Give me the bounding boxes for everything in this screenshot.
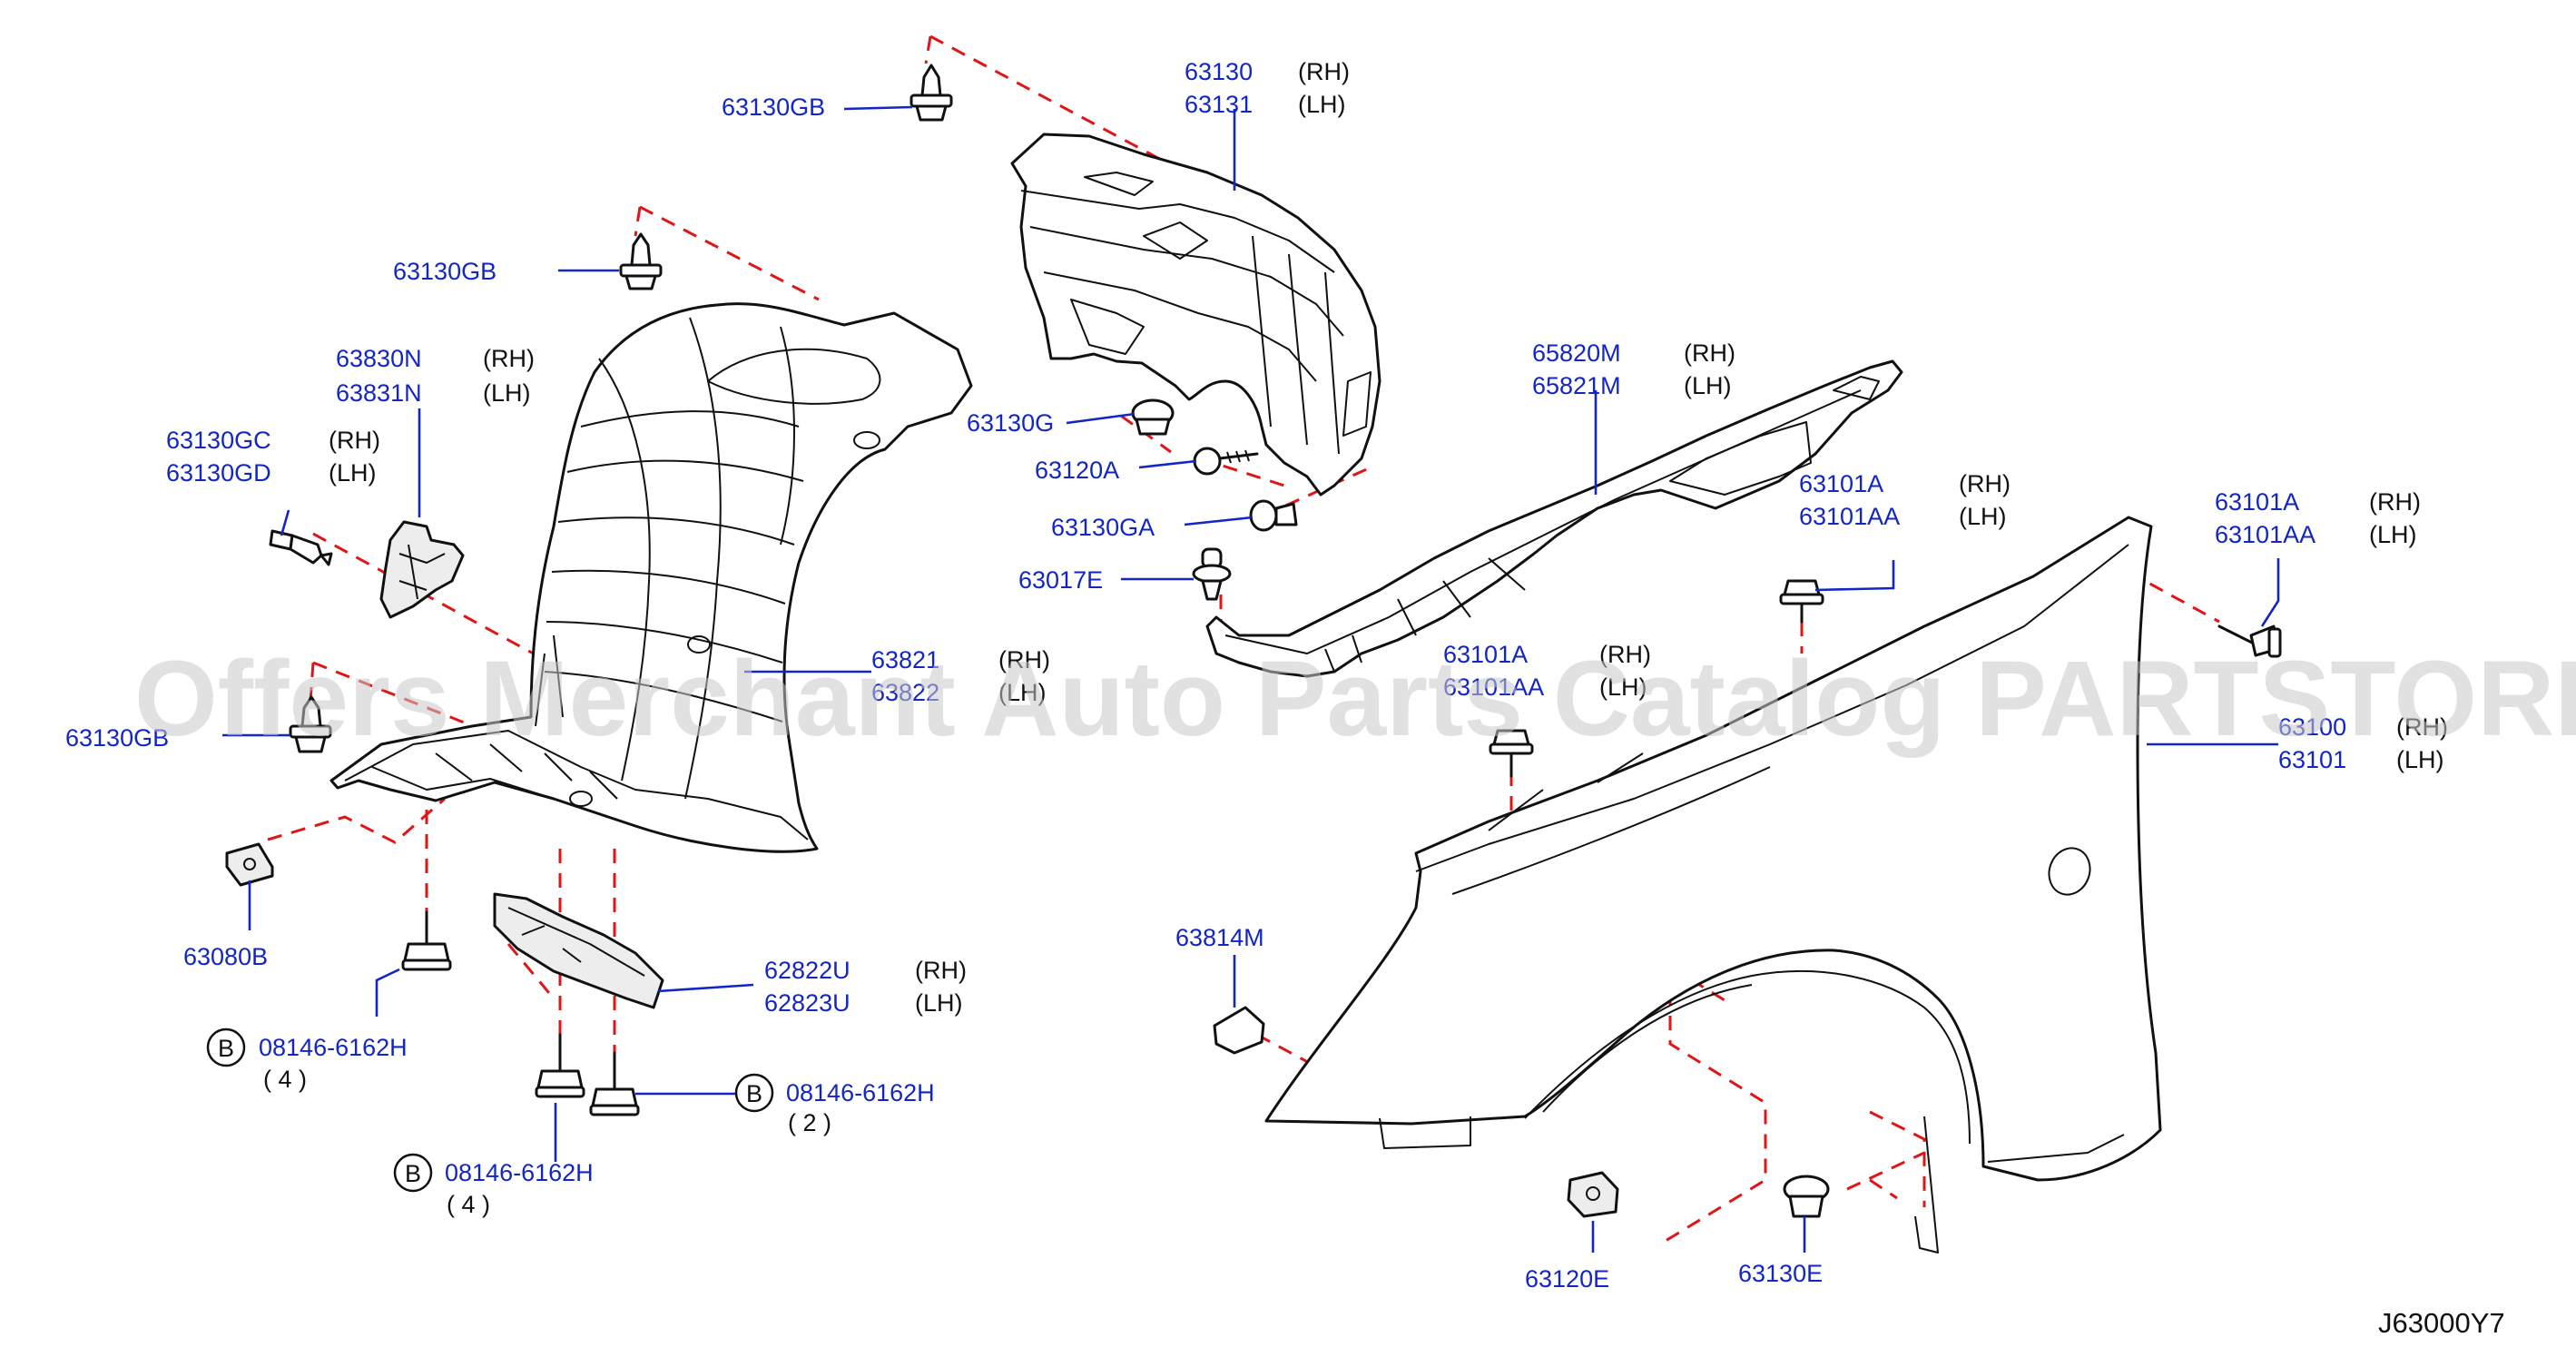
clip-63130gb-lower bbox=[289, 695, 332, 753]
bolt-63101a-mid bbox=[1489, 729, 1534, 778]
bracket-63830n bbox=[379, 520, 465, 619]
front-fender-panel bbox=[1264, 516, 2162, 1254]
label-side: (LH) bbox=[915, 989, 963, 1017]
label-part: 63130GB bbox=[722, 93, 825, 121]
label-side: (RH) bbox=[1599, 641, 1651, 668]
label-part: 63101AA bbox=[1443, 674, 1544, 701]
label-side: (LH) bbox=[1959, 503, 2007, 530]
label-part: 63830N bbox=[336, 345, 422, 372]
label-part: 63130 bbox=[1185, 58, 1253, 85]
label-part: 08146-6162H bbox=[786, 1079, 935, 1106]
clip-63130e bbox=[1783, 1175, 1830, 1218]
label-part: 63822 bbox=[871, 679, 939, 706]
label-part: 63100 bbox=[2278, 713, 2346, 741]
label-side: (RH) bbox=[329, 427, 380, 454]
label-side: (LH) bbox=[1684, 372, 1732, 399]
label-side: (RH) bbox=[1959, 470, 2011, 497]
callout-labels: 63130GB 63130 (RH) 63131 (LH) 63130GB 63… bbox=[65, 58, 2505, 1339]
label-side: (LH) bbox=[1298, 91, 1346, 118]
label-side: (RH) bbox=[1684, 339, 1735, 367]
label-part: 62822U bbox=[764, 957, 850, 984]
rear-fender-liner bbox=[1010, 133, 1381, 497]
label-part: 63017E bbox=[1018, 566, 1103, 594]
badge-b: B bbox=[218, 1035, 234, 1062]
label-side: (RH) bbox=[915, 957, 967, 984]
label-part: 63130GB bbox=[393, 258, 497, 285]
label-part: 63831N bbox=[336, 379, 422, 407]
label-qty: ( 4 ) bbox=[263, 1066, 307, 1093]
label-side: (LH) bbox=[1599, 674, 1647, 701]
label-side: (LH) bbox=[329, 459, 377, 487]
leader-lines bbox=[222, 105, 2280, 1253]
label-part: 65821M bbox=[1532, 372, 1621, 399]
callout-b-1: B 08146-6162H ( 4 ) bbox=[206, 1027, 408, 1093]
label-side: (RH) bbox=[2369, 488, 2421, 516]
small-hardware bbox=[225, 64, 2282, 1218]
badge-b: B bbox=[746, 1080, 762, 1107]
clip-63017e bbox=[1192, 547, 1232, 601]
label-part: 63131 bbox=[1185, 91, 1253, 118]
label-part: 65820M bbox=[1532, 339, 1621, 367]
label-part: 63101AA bbox=[2215, 521, 2315, 548]
label-part: 08146-6162H bbox=[259, 1034, 408, 1061]
label-side: (LH) bbox=[483, 379, 531, 407]
label-side: (RH) bbox=[998, 646, 1050, 674]
badge-b: B bbox=[405, 1160, 421, 1187]
label-part: 63101A bbox=[1799, 470, 1883, 497]
label-part: 63130GD bbox=[166, 459, 271, 487]
label-part: 63130G bbox=[967, 409, 1054, 437]
label-part: 63130GC bbox=[166, 427, 271, 454]
bolt-63101a-right bbox=[2217, 624, 2282, 658]
label-part: 63101A bbox=[2215, 488, 2299, 516]
label-part: 08146-6162H bbox=[445, 1159, 594, 1186]
label-part: 63120A bbox=[1035, 457, 1119, 484]
bolt-63101a-top bbox=[1779, 579, 1824, 624]
clip-63130ga bbox=[1249, 499, 1298, 532]
clip-63130gc bbox=[269, 529, 333, 566]
label-part: 63130GB bbox=[65, 724, 169, 752]
clip-63120e bbox=[1567, 1171, 1619, 1218]
front-fender-liner bbox=[329, 302, 973, 853]
callout-b-2: B 08146-6162H ( 2 ) bbox=[734, 1073, 935, 1136]
clip-63130gb-left bbox=[619, 232, 663, 290]
label-part: 63080B bbox=[183, 943, 268, 970]
label-qty: ( 4 ) bbox=[447, 1191, 490, 1218]
label-side: (RH) bbox=[483, 345, 535, 372]
label-part: 63821 bbox=[871, 646, 939, 674]
diagram-code: J63000Y7 bbox=[2378, 1307, 2505, 1339]
label-part: 63120E bbox=[1525, 1265, 1609, 1293]
label-side: (LH) bbox=[2369, 521, 2417, 548]
label-part: 63101 bbox=[2278, 746, 2346, 773]
label-part: 63101A bbox=[1443, 641, 1528, 668]
fender-bracket-rail bbox=[1205, 359, 1903, 678]
label-side: (LH) bbox=[998, 679, 1047, 706]
nut-63080b bbox=[225, 842, 274, 887]
clip-63130g bbox=[1131, 398, 1175, 436]
bolt-08146-a bbox=[401, 910, 452, 971]
callout-b-3: B 08146-6162H ( 4 ) bbox=[393, 1153, 594, 1218]
label-side: (LH) bbox=[2396, 746, 2444, 773]
label-side: (RH) bbox=[2396, 713, 2448, 741]
label-part: 63101AA bbox=[1799, 503, 1900, 530]
bumper-63814m bbox=[1213, 1006, 1265, 1055]
bolt-08146-c bbox=[589, 1051, 640, 1116]
clip-63130gb-top bbox=[909, 64, 953, 122]
screw-63120a bbox=[1193, 447, 1259, 476]
bracket-62822u bbox=[493, 892, 664, 1009]
label-part: 63814M bbox=[1175, 924, 1264, 951]
label-side: (RH) bbox=[1298, 58, 1350, 85]
bolt-08146-b bbox=[535, 1033, 585, 1098]
label-part: 63130GA bbox=[1051, 514, 1155, 541]
label-qty: ( 2 ) bbox=[788, 1109, 831, 1136]
label-part: 62823U bbox=[764, 989, 850, 1017]
label-part: 63130E bbox=[1738, 1260, 1823, 1287]
watermark-text: Offers Merchant Auto Parts Catalog PARTS… bbox=[134, 639, 2576, 759]
